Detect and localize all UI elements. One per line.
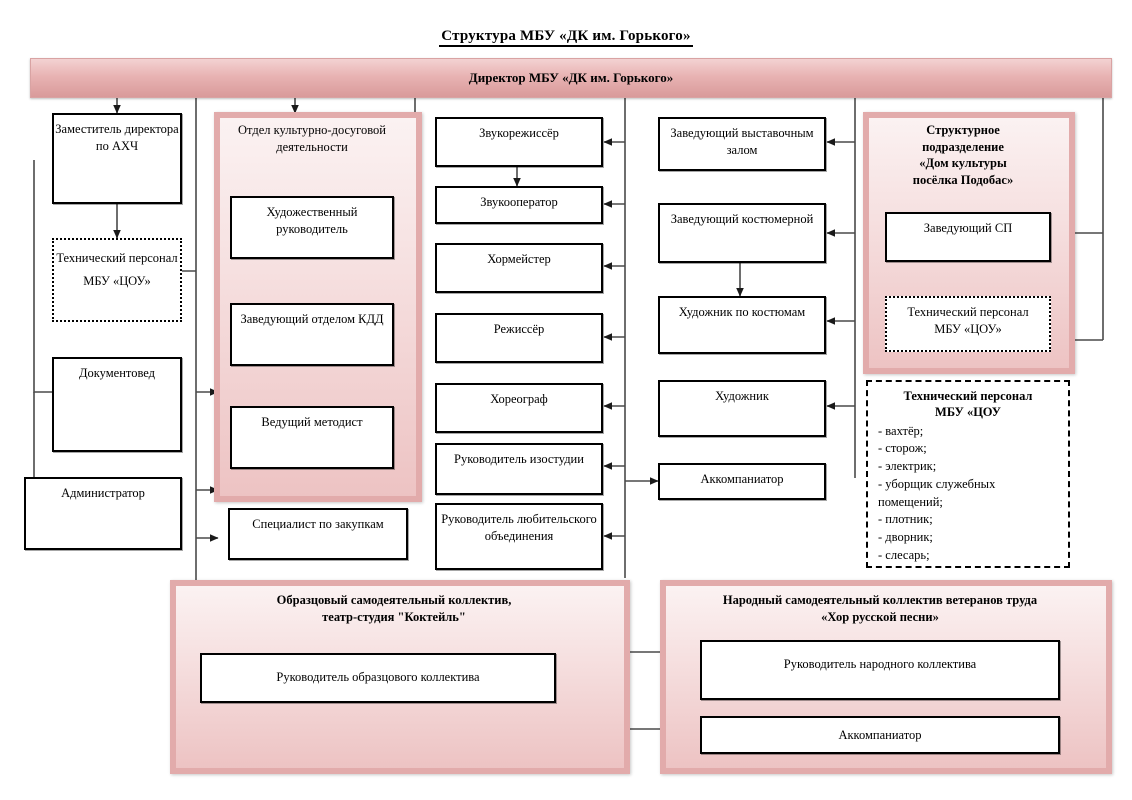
box-technical-staff-list: Технический персонал МБУ «ЦОУ - вахтёр; …: [866, 380, 1070, 568]
box-sound-operator: Звукооператор: [435, 186, 603, 224]
box-subdivision-technical-staff: Технический персонал МБУ «ЦОУ»: [885, 296, 1051, 352]
list-item: - плотник;: [878, 512, 933, 527]
box-stage-director: Режиссёр: [435, 313, 603, 363]
panel-folk-title: Народный самодеятельный коллектив ветера…: [722, 593, 1038, 624]
box-artistic-director: Художественный руководитель: [230, 196, 394, 259]
panel-kdd-title: Отдел культурно-досуговой деятельности: [238, 123, 386, 154]
panel-subdivision-title: Структурное подразделение «Дом культуры …: [912, 123, 1014, 187]
box-choreographer: Хореограф: [435, 383, 603, 433]
box-artist: Художник: [658, 380, 826, 437]
panel-exemplary-title: Образцовый самодеятельный коллектив, теа…: [276, 593, 512, 624]
box-lead-methodologist: Ведущий методист: [230, 406, 394, 469]
box-folk-leader: Руководитель народного коллектива: [700, 640, 1060, 700]
box-sound-director: Звукорежиссёр: [435, 117, 603, 167]
box-folk-accompanist: Аккомпаниатор: [700, 716, 1060, 754]
list-item: - вахтёр;: [878, 423, 924, 438]
director-bar: Директор МБУ «ДК им. Горького»: [30, 58, 1112, 98]
box-deputy-director: Заместитель директора по АХЧ: [52, 113, 182, 204]
box-costume-artist: Художник по костюмам: [658, 296, 826, 354]
box-costume-department-head: Заведующий костюмерной: [658, 203, 826, 263]
box-administrator: Администратор: [24, 477, 182, 550]
box-procurement-specialist: Специалист по закупкам: [228, 508, 408, 560]
box-exhibition-hall-head: Заведующий выставочным залом: [658, 117, 826, 171]
box-head-of-kdd: Заведующий отделом КДД: [230, 303, 394, 366]
box-subdivision-head: Заведующий СП: [885, 212, 1051, 262]
box-choirmaster: Хормейстер: [435, 243, 603, 293]
list-item: - электрик;: [878, 459, 937, 473]
director-label: Директор МБУ «ДК им. Горького»: [468, 70, 674, 85]
list-item: - уборщик служебных помещений;: [878, 476, 996, 509]
box-document-manager: Документовед: [52, 357, 182, 452]
technical-staff-list-header: Технический персонал МБУ «ЦОУ: [903, 389, 1033, 420]
box-accompanist-main: Аккомпаниатор: [658, 463, 826, 500]
list-item: - дворник;: [878, 530, 933, 544]
list-item: - сторож;: [878, 441, 927, 456]
box-technical-staff-tsou: Технический персонал МБУ «ЦОУ»: [52, 238, 182, 322]
box-art-studio-leader: Руководитель изостудии: [435, 443, 603, 495]
list-item: - слесарь;: [878, 547, 930, 562]
box-amateur-association-leader: Руководитель любительского объединения: [435, 503, 603, 570]
box-exemplary-leader: Руководитель образцового коллектива: [200, 653, 556, 703]
page-title: Структура МБУ «ДК им. Горького»: [0, 28, 1132, 47]
technical-staff-list-items: - вахтёр; - сторож; - электрик; - уборщи…: [878, 423, 1058, 565]
